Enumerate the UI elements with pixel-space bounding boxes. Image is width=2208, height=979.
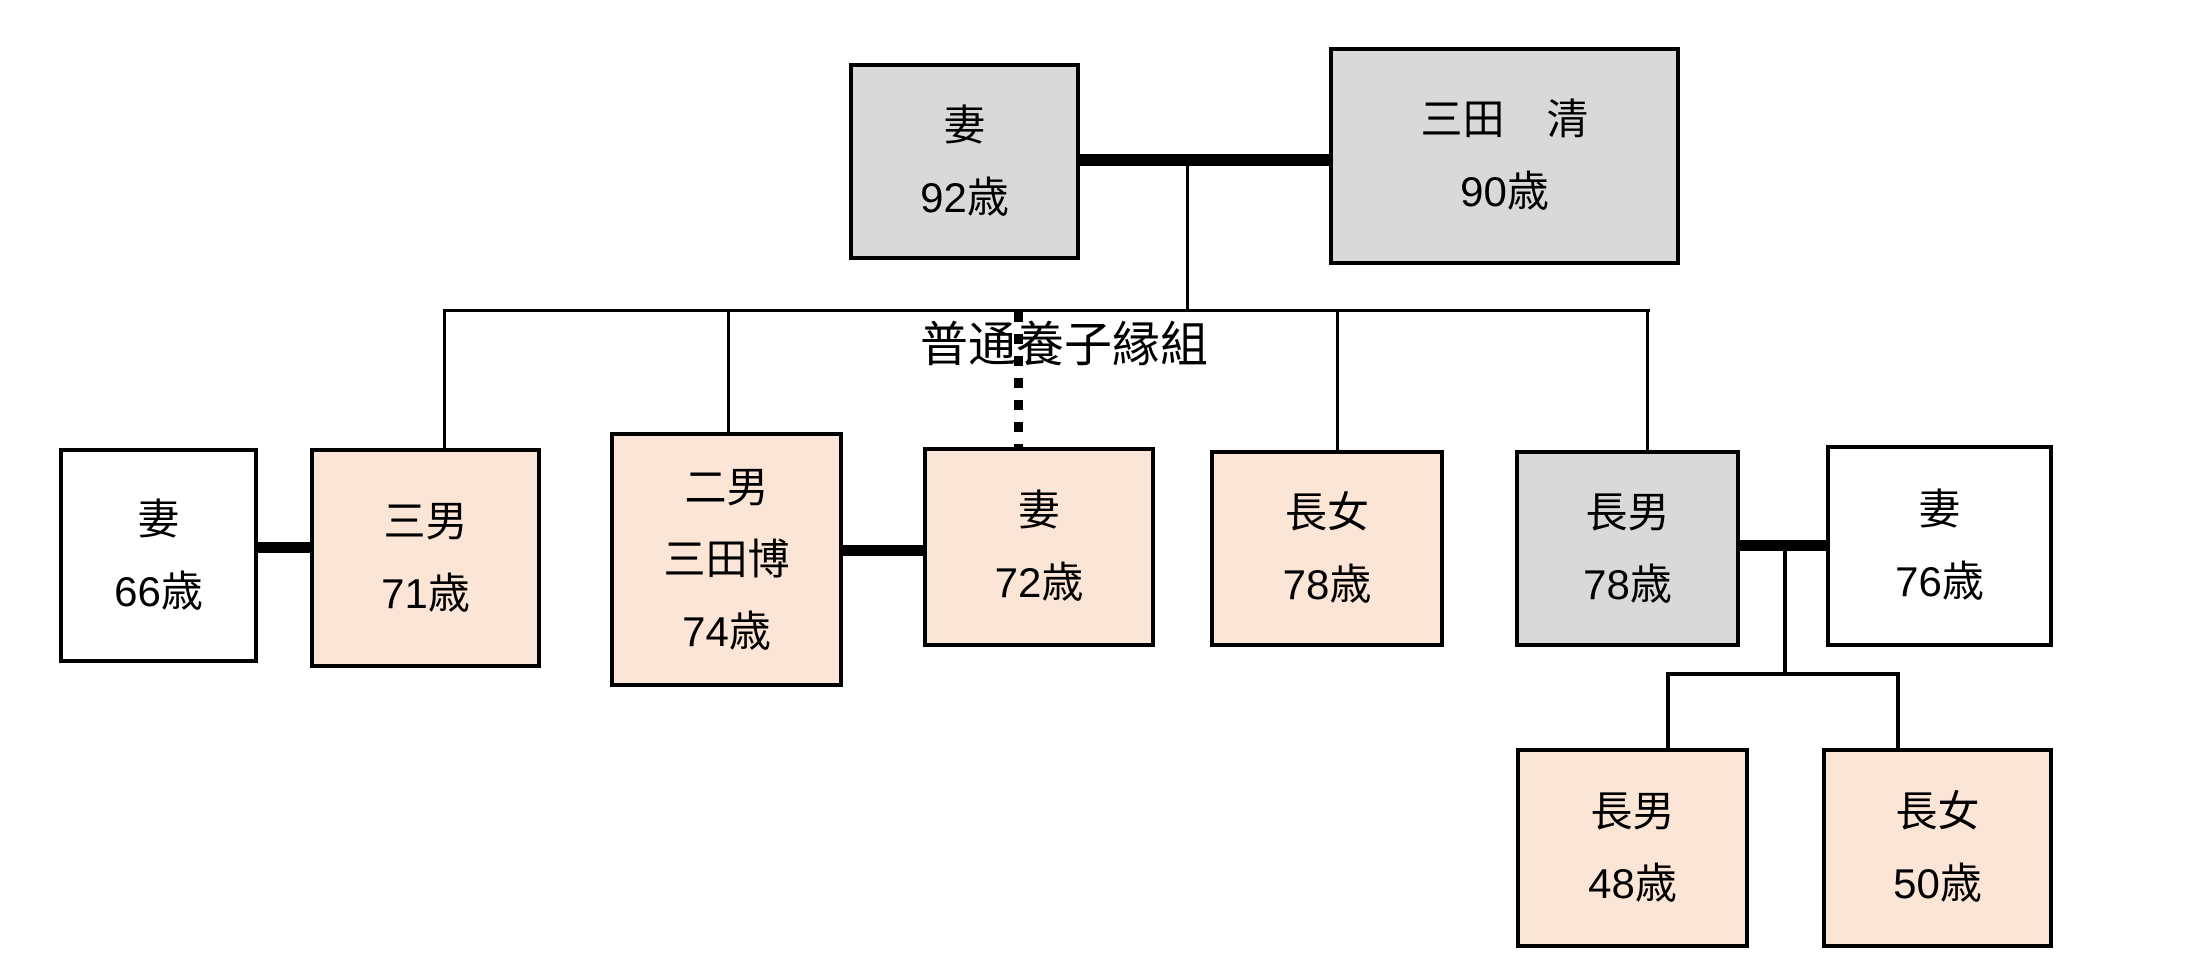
drop-line-daughter1 (1336, 309, 1339, 450)
person-relation-label: 二男 (684, 463, 769, 511)
person-relation-label: 長女 (1284, 488, 1369, 536)
person-age-label: 90歳 (1460, 168, 1549, 215)
drop-line-son1 (1646, 309, 1649, 450)
drop-line-grandson (1666, 672, 1670, 748)
drop-line-son2 (727, 309, 730, 433)
person-box-father: 三田 清 90歳 (1329, 47, 1680, 265)
person-relation-label: 長男 (1585, 488, 1670, 536)
person-box-son3: 三男 71歳 (310, 448, 541, 668)
person-age-label: 50歳 (1893, 860, 1982, 907)
person-relation-label: 長女 (1895, 788, 1980, 835)
person-age-label: 76歳 (1895, 558, 1984, 605)
person-box-son3-wife: 妻 66歳 (59, 448, 258, 663)
person-box-son1-wife: 妻 76歳 (1826, 445, 2053, 647)
person-box-mother: 妻 92歳 (849, 63, 1080, 260)
person-box-granddaughter: 長女 50歳 (1822, 748, 2053, 948)
drop-line-granddaughter (1896, 672, 1900, 748)
person-age-label: 72歳 (994, 559, 1084, 606)
person-age-label: 74歳 (682, 607, 771, 655)
person-age-label: 92歳 (920, 173, 1009, 221)
person-age-label: 78歳 (1583, 560, 1672, 608)
person-relation-label: 妻 (1017, 487, 1060, 534)
person-box-son2-wife: 妻 72歳 (923, 447, 1155, 647)
person-age-label: 78歳 (1282, 560, 1372, 608)
person-box-son2: 二男 三田博 74歳 (610, 432, 843, 687)
person-relation-label: 妻 (137, 495, 180, 543)
person-relation-label: 長男 (1590, 788, 1675, 835)
grandchildren-sibling-line (1666, 672, 1900, 676)
person-box-grandson: 長男 48歳 (1516, 748, 1749, 948)
person-box-daughter1: 長女 78歳 (1210, 450, 1444, 647)
person-relation-label: 三男 (383, 498, 468, 545)
adoption-dashed-line (1014, 312, 1023, 447)
adoption-note-label: 普通養子縁組 (920, 319, 1209, 372)
person-age-label: 48歳 (1588, 860, 1677, 907)
person-name-label: 三田 清 (1420, 96, 1589, 143)
person-age-label: 71歳 (381, 570, 470, 617)
person-relation-label: 妻 (1918, 486, 1961, 533)
drop-line-son3 (443, 309, 446, 448)
person-relation-label: 妻 (943, 101, 986, 149)
sibling-line (443, 309, 1650, 312)
person-box-son1: 長男 78歳 (1515, 450, 1740, 647)
parent-descent-line (1186, 166, 1189, 312)
person-name-label: 三田博 (663, 535, 790, 583)
person-age-label: 66歳 (114, 567, 203, 615)
marriage-line-son3 (258, 542, 310, 553)
marriage-line-top-couple (1080, 154, 1329, 166)
marriage-line-son2 (843, 545, 923, 556)
son1-descent-line (1783, 545, 1787, 676)
